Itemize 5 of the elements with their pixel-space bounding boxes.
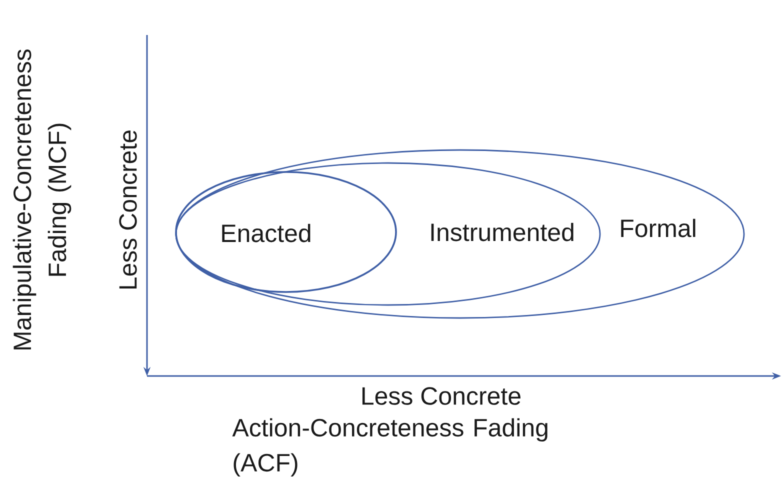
axis-title: Manipulative-Concreteness Fading (MCF): [12, 50, 72, 350]
ellipse-region: Enacted: [175, 171, 397, 293]
axis-title: Action-Concreteness Fading (ACF): [232, 418, 548, 476]
axis-label: Less Concrete: [362, 387, 520, 405]
axis-label: Less Concrete: [119, 130, 137, 289]
